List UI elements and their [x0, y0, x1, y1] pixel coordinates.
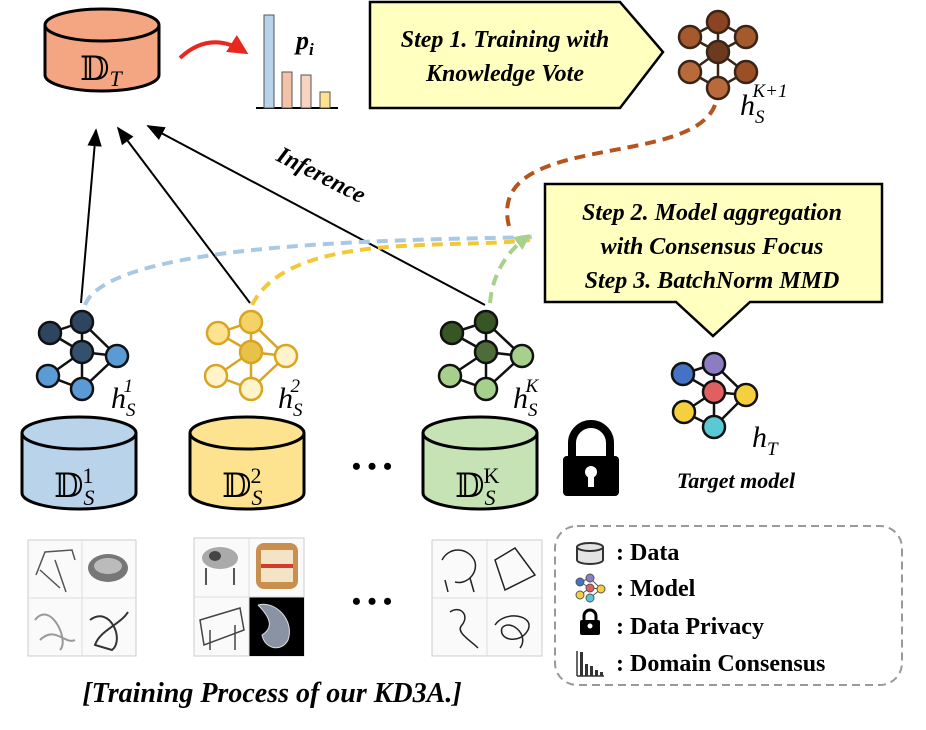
- legend-box: : Data : Model : Data Privacy : Domain C…: [554, 525, 903, 686]
- step1-line2: Knowledge Vote: [425, 61, 584, 87]
- inference-arrow-1: [80, 128, 102, 304]
- prob-bar-3: [300, 74, 312, 109]
- bar-chart-icon: [576, 651, 604, 677]
- sourceK-sample-images: [431, 539, 543, 657]
- sourceK-database: 𝔻SK: [421, 415, 539, 511]
- prob-bar-4: [319, 91, 331, 109]
- figure-caption: [Training Process of our KD3A.]: [82, 678, 461, 709]
- step3-line: Step 3. BatchNorm MMD: [585, 268, 840, 294]
- step23-box: Step 2. Model aggregation with Consensus…: [543, 182, 884, 338]
- samples-ellipsis: • • •: [352, 587, 392, 616]
- legend-label-privacy: : Data Privacy: [616, 614, 764, 640]
- source1-model-label: hS1: [111, 376, 136, 421]
- step1-box: Step 1. Training with Knowledge Vote: [368, 0, 665, 110]
- source2-sample-images: [193, 537, 305, 657]
- prediction-arrow: [178, 35, 249, 60]
- source1-curve: [83, 235, 536, 306]
- source1-database: 𝔻S1: [20, 415, 138, 511]
- step1-line1: Step 1. Training with: [401, 27, 610, 53]
- small-lock-icon: [580, 608, 600, 635]
- aggregation-curve: [505, 104, 717, 231]
- probability-bars: [256, 14, 338, 109]
- target-model-label: hT: [752, 421, 779, 460]
- network-icon: [575, 573, 606, 603]
- aggregated-model-label: hSK+1: [740, 81, 788, 128]
- prob-label: pi: [294, 26, 314, 59]
- prob-bar-1: [263, 14, 275, 109]
- target-database: 𝔻T: [43, 7, 161, 93]
- legend-label-model: : Model: [616, 576, 696, 602]
- inference-arrow-2: [116, 126, 251, 304]
- source2-db-label: 𝔻S2: [222, 463, 262, 510]
- aggregated-model-network: [677, 9, 759, 101]
- source2-model-label: hS2: [278, 376, 303, 421]
- sourceK-model-label: hSK: [513, 376, 540, 421]
- source2-database: 𝔻S2: [188, 415, 306, 511]
- sourceK-curve: [488, 234, 531, 304]
- source1-db-label: 𝔻S1: [54, 463, 94, 510]
- sources-ellipsis: • • •: [352, 452, 392, 481]
- source1-model-network: [35, 309, 130, 402]
- target-db-label: 𝔻T: [80, 49, 123, 91]
- inference-arrow-3: [146, 125, 486, 306]
- target-model-caption: Target model: [677, 468, 796, 493]
- step2-line2: with Consensus Focus: [601, 234, 824, 260]
- legend-label-data: : Data: [616, 540, 679, 566]
- target-model-network: [670, 351, 759, 440]
- sourceK-db-label: 𝔻SK: [455, 463, 499, 510]
- step2-line1: Step 2. Model aggregation: [582, 200, 842, 226]
- sourceK-model-network: [437, 309, 535, 402]
- source2-curve: [250, 238, 531, 306]
- prob-bar-2: [281, 71, 293, 109]
- legend-label-consensus: : Domain Consensus: [616, 651, 825, 677]
- lock-icon: [563, 420, 619, 496]
- source2-model-network: [203, 309, 299, 402]
- database-icon: [576, 542, 604, 565]
- source1-sample-images: [27, 539, 137, 657]
